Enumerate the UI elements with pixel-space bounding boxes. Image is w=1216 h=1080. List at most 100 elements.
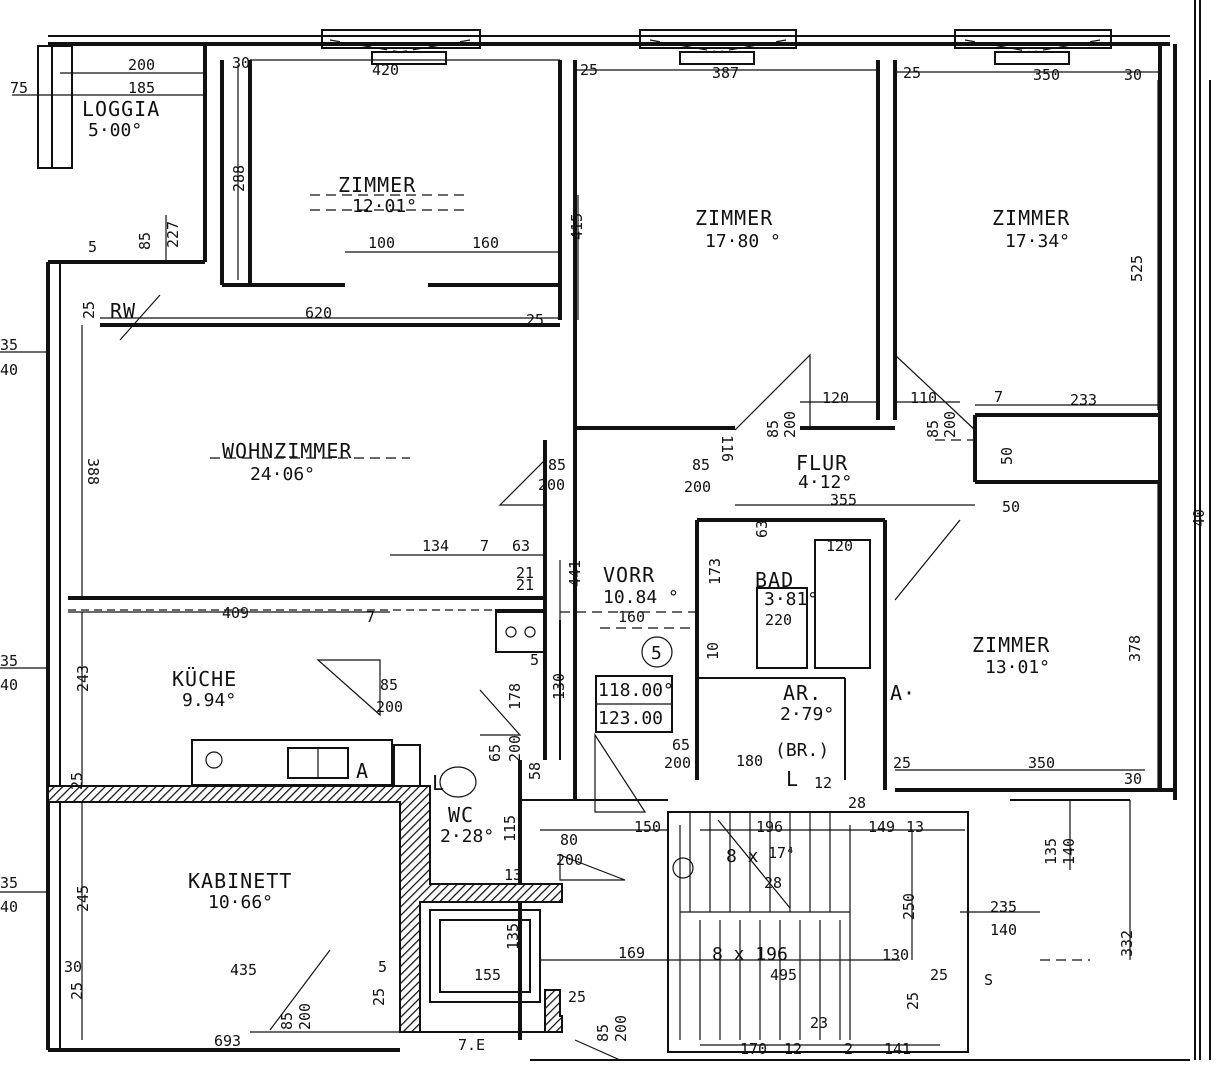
room-label-ar: AR.: [783, 681, 822, 705]
dim-5-a: 5: [88, 238, 97, 256]
dim-25-c: 25: [80, 301, 98, 319]
unit-area-2: 123.00: [598, 708, 663, 729]
dim-160-b: 160: [618, 608, 645, 626]
room-label-zimmer-3: ZIMMER: [992, 206, 1070, 230]
room-label-zimmer-1: ZIMMER: [338, 173, 416, 197]
dim-140-a: 140: [1060, 838, 1078, 865]
dim-25-j: 25: [568, 988, 586, 1006]
dim-5-c: 5: [530, 651, 539, 669]
dim-155: 155: [474, 966, 501, 984]
dim-120-b: 120: [826, 537, 853, 555]
room-area-loggia: 5·00°: [88, 120, 142, 141]
dim-200-h: 200: [506, 735, 524, 762]
unit-area-1: 118.00°: [598, 680, 674, 701]
label-l-ar: L: [786, 767, 799, 791]
dim-200-b: 200: [781, 411, 799, 438]
room-area-flur: 4·12°: [798, 472, 852, 493]
dim-21: 21: [516, 564, 534, 582]
dim-28-a: 28: [764, 874, 782, 892]
dim-200-d: 200: [538, 476, 565, 494]
dim-435: 435: [230, 961, 257, 979]
room-area-ar: 2·79°: [780, 704, 834, 725]
dim-332: 332: [1118, 930, 1136, 957]
dim-200-g: 200: [376, 698, 403, 716]
room-label-wc: WC: [448, 803, 474, 827]
dim-85-c: 85: [924, 420, 942, 438]
door-swings: [119, 294, 976, 1061]
room-labels: LOGGIA 5·00° ZIMMER 12·01° ZIMMER 17·80 …: [82, 97, 1070, 913]
dim-178: 178: [506, 683, 524, 710]
dim-388: 388: [84, 458, 102, 485]
dim-220: 220: [765, 611, 792, 629]
dim-30-b: 30: [1124, 66, 1142, 84]
dim-243: 243: [74, 665, 92, 692]
dim-7e: 7.E: [458, 1036, 485, 1054]
dim-25-b: 25: [903, 64, 921, 82]
dim-7-c: 7: [366, 608, 375, 626]
dim-200: 200: [128, 56, 155, 74]
dim-85-b: 85: [764, 420, 782, 438]
dim-250: 250: [900, 893, 918, 920]
dim-85-i: 85: [594, 1024, 612, 1042]
dashed-lines: [210, 194, 1090, 961]
dim-30-c: 30: [1124, 770, 1142, 788]
room-label-wohnzimmer: WOHNZIMMER: [222, 439, 352, 463]
dim-173: 173: [706, 558, 724, 585]
dim-2: 2: [844, 1040, 853, 1058]
dim-169: 169: [618, 944, 645, 962]
dim-25-e: 25: [893, 754, 911, 772]
dim-30-d: 30: [64, 958, 82, 976]
dim-134: 134: [422, 537, 449, 555]
dim-420: 420: [372, 61, 399, 79]
dim-10: 10: [704, 642, 722, 660]
room-area-zimmer-1: 12·01°: [352, 196, 417, 217]
dim-65-b: 65: [672, 736, 690, 754]
dim-85-e: 85: [692, 456, 710, 474]
dim-12-b: 12: [784, 1040, 802, 1058]
dim-85-h: 85: [278, 1012, 296, 1030]
dim-25-k: 25: [68, 772, 86, 790]
dim-130: 130: [550, 673, 568, 700]
dim-415: 415: [568, 213, 586, 240]
dim-174: 17⁴: [768, 844, 795, 862]
room-area-kueche: 9.94°: [182, 690, 236, 711]
dim-25-i: 25: [68, 982, 86, 1000]
room-label-vorr: VORR: [603, 563, 655, 587]
dim-8x: 8 x: [726, 846, 759, 867]
dim-200-k: 200: [296, 1003, 314, 1030]
dim-245: 245: [74, 885, 92, 912]
dim-116: 116: [718, 435, 736, 462]
dim-25-f: 25: [930, 966, 948, 984]
dim-130-b: 130: [882, 946, 909, 964]
room-area-zimmer-4: 13·01°: [985, 657, 1050, 678]
dim-227: 227: [164, 221, 182, 248]
label-rw: RW: [110, 299, 136, 323]
dim-350-top: 350: [1033, 66, 1060, 84]
dim-115: 115: [501, 815, 519, 842]
dim-85-a: 85: [136, 232, 154, 250]
dim-120-a: 120: [822, 389, 849, 407]
room-label-zimmer-2: ZIMMER: [695, 206, 773, 230]
dim-525: 525: [1128, 255, 1146, 282]
dim-5-b: 5: [378, 958, 387, 976]
dim-135-b: 135: [504, 923, 522, 950]
dimension-numbers: 200 185 75 420 387 350 30 25 25 30 288 1…: [0, 54, 1208, 1058]
dim-149: 149: [868, 818, 895, 836]
dim-8x196: 8 x 196: [712, 944, 788, 965]
room-label-bad: BAD: [755, 568, 794, 592]
dim-85-g: 85: [380, 676, 398, 694]
dim-13-b: 13: [504, 866, 522, 884]
dim-185: 185: [128, 79, 155, 97]
room-label-loggia: LOGGIA: [82, 97, 160, 121]
windows: [321, 29, 1112, 65]
dim-200-j: 200: [664, 754, 691, 772]
dim-s: S: [984, 971, 993, 989]
dim-355: 355: [830, 491, 857, 509]
room-area-vorr: 10.84 °: [603, 587, 679, 608]
room-label-flur: FLUR: [796, 451, 848, 475]
unit-marker: 5 118.00° 123.00: [595, 636, 674, 733]
dim-180: 180: [736, 752, 763, 770]
dim-387: 387: [712, 64, 739, 82]
dim-100: 100: [368, 234, 395, 252]
